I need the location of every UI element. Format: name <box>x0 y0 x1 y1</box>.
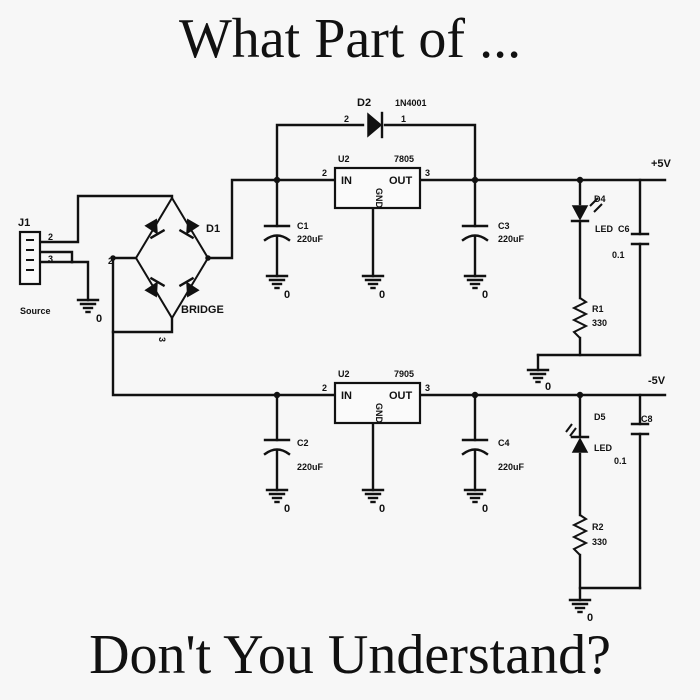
label-c3: C3 <box>498 221 510 231</box>
label-gnd-c1: 0 <box>284 289 290 301</box>
label-d5-type: LED <box>594 443 613 453</box>
bridge-rectifier: BRIDGE 2 3 D1 <box>108 196 224 342</box>
label-gnd-u2-top: 0 <box>379 289 385 301</box>
label-u2-top-pin-3: 3 <box>425 168 430 178</box>
label-c2-value: 220uF <box>297 462 324 472</box>
label-bridge-pin-3: 3 <box>157 337 167 342</box>
label-u2-bot-gnd: GND <box>374 403 384 424</box>
label-bridge: BRIDGE <box>181 304 224 316</box>
ground-icon <box>463 274 487 290</box>
ground-icon <box>361 274 385 290</box>
label-r1-value: 330 <box>592 318 607 328</box>
capacitor-c2: C2 220uF <box>263 438 324 472</box>
label-u2-bot-ref: U2 <box>338 369 350 379</box>
label-gnd-r2: 0 <box>587 612 593 624</box>
label-u2-top-ref: U2 <box>338 154 350 164</box>
bridge-diode-icon <box>179 218 201 239</box>
regulator-u2-bottom: IN OUT GND U2 7905 2 3 <box>322 369 430 425</box>
label-c1: C1 <box>297 221 309 231</box>
label-c4-value: 220uF <box>498 462 525 472</box>
ground-icon <box>76 298 100 314</box>
label-c8-value: 0.1 <box>614 456 627 466</box>
capacitor-c4: C4 220uF <box>461 438 525 472</box>
label-r1: R1 <box>592 304 604 314</box>
ground-icon <box>265 488 289 504</box>
ground-icon <box>265 274 289 290</box>
label-u2-bot-pin-3: 3 <box>425 383 430 393</box>
label-c4: C4 <box>498 438 510 448</box>
ground-icon <box>463 488 487 504</box>
label-d2-part: 1N4001 <box>395 98 427 108</box>
junction-dots <box>273 176 584 399</box>
label-c2: C2 <box>297 438 309 448</box>
label-d2-pin-2: 2 <box>344 114 349 124</box>
headline-top: What Part of ... <box>178 8 522 70</box>
source-connector-j1: J1 Source 2 3 <box>18 217 53 316</box>
capacitor-c6: C6 0.1 <box>612 224 650 260</box>
bridge-diode-icon <box>143 277 165 298</box>
label-j1-pin-3: 3 <box>48 254 53 264</box>
led-d4: D4 LED <box>570 194 614 234</box>
label-d2-pin-1: 1 <box>401 114 406 124</box>
label-bridge-pin-2: 2 <box>108 256 113 266</box>
label-d1: D1 <box>206 223 220 235</box>
bridge-diode-icon <box>179 277 201 298</box>
diode-d2: D2 1N4001 2 1 <box>344 97 427 139</box>
label-minus5v: -5V <box>648 375 666 387</box>
label-gnd-j1: 0 <box>96 313 102 325</box>
label-gnd-c2: 0 <box>284 503 290 515</box>
label-c8: C8 <box>641 414 653 424</box>
label-gnd-r1: 0 <box>545 381 551 393</box>
label-plus5v: +5V <box>651 158 672 170</box>
resistor-r2: R2 330 <box>571 514 607 556</box>
ground-icon <box>568 598 592 614</box>
wires-source-bridge <box>38 194 174 334</box>
label-gnd-c4: 0 <box>482 503 488 515</box>
label-c6: C6 <box>618 224 630 234</box>
label-u2-top-gnd: GND <box>374 188 384 209</box>
label-c1-value: 220uF <box>297 234 324 244</box>
label-gnd-c3: 0 <box>482 289 488 301</box>
label-gnd-u2-bot: 0 <box>379 503 385 515</box>
label-u2-bot-in: IN <box>341 390 352 402</box>
wires-positive-rail <box>206 123 667 372</box>
label-u2-top-in: IN <box>341 175 352 187</box>
label-u2-bot-part: 7905 <box>394 369 414 379</box>
label-u2-bot-pin-2: 2 <box>322 383 327 393</box>
label-d4: D4 <box>594 194 606 204</box>
led-d5: D5 LED <box>565 412 613 453</box>
regulator-u2-top: IN OUT GND U2 7805 2 3 <box>322 154 430 210</box>
label-d5: D5 <box>594 412 606 422</box>
label-c6-value: 0.1 <box>612 250 625 260</box>
capacitor-c8: C8 0.1 <box>614 414 653 466</box>
label-source: Source <box>20 306 51 316</box>
label-u2-bot-out: OUT <box>389 390 413 402</box>
label-c3-value: 220uF <box>498 234 525 244</box>
headline-bottom: Don't You Understand? <box>89 624 611 686</box>
label-u2-top-out: OUT <box>389 175 413 187</box>
label-r2: R2 <box>592 522 604 532</box>
label-d4-type: LED <box>595 224 614 234</box>
label-r2-value: 330 <box>592 537 607 547</box>
resistor-r1: R1 330 <box>571 297 607 339</box>
label-u2-top-part: 7805 <box>394 154 414 164</box>
label-j1-pin-2: 2 <box>48 232 53 242</box>
wires-negative-rail <box>111 256 667 602</box>
ground-icon <box>361 488 385 504</box>
label-d2: D2 <box>357 97 371 109</box>
label-u2-top-pin-2: 2 <box>322 168 327 178</box>
capacitor-c1: C1 220uF <box>263 221 324 244</box>
label-j1: J1 <box>18 217 30 229</box>
bridge-diode-icon <box>143 218 165 239</box>
capacitor-c3: C3 220uF <box>461 221 525 244</box>
